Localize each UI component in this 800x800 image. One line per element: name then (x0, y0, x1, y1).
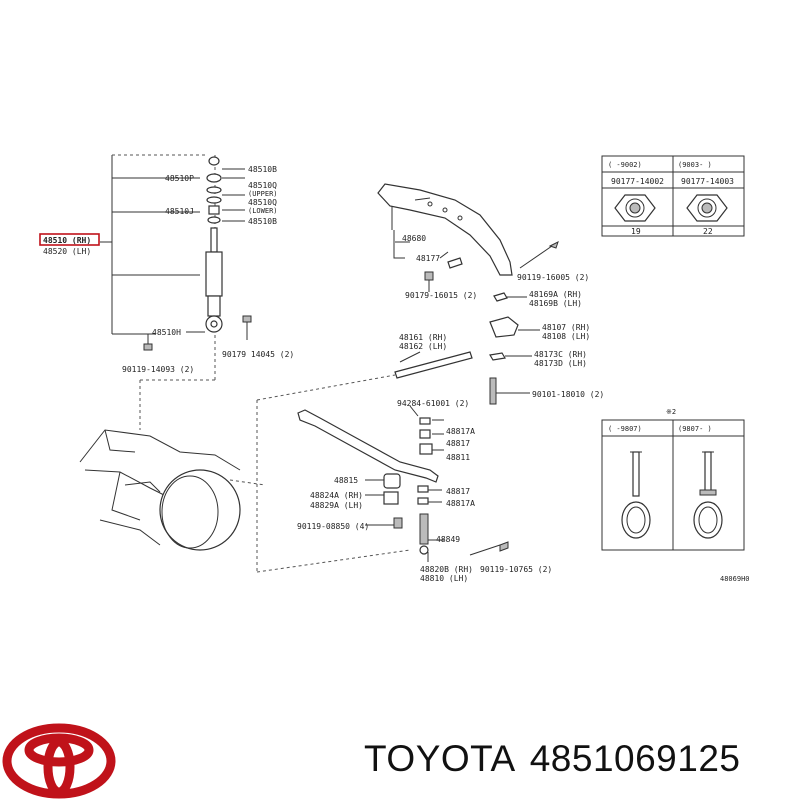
label-48510q: 48510Q (248, 181, 277, 190)
highlighted-part-box (39, 233, 100, 246)
label-48108: 48108 (LH) (542, 332, 590, 341)
bracket-parts (489, 292, 540, 405)
inset-box-bolts (601, 419, 745, 551)
label-upper: (UPPER) (248, 190, 278, 198)
shock-absorber-group (100, 154, 252, 430)
box1-part-90177-14002: 90177-14002 (611, 177, 664, 186)
label-48810: 48810 (LH) (420, 574, 468, 583)
label-48820b: 48820B (RH) (420, 565, 473, 574)
label-90119-10765: 90119-10765 (2) (480, 565, 552, 574)
label-90179-14045: 90179 14045 (2) (222, 350, 294, 359)
label-48169a: 48169A (RH) (529, 290, 582, 299)
box2-col2-header: (9807- ) (678, 425, 712, 433)
box2-col1-header: ( -9807) (608, 425, 642, 433)
label-48817a-1: 48817A (446, 427, 475, 436)
label-48811: 48811 (446, 453, 470, 462)
label-90119-08850: 90119-08850 (4) (297, 522, 369, 531)
label-48510b-top: 48510B (248, 165, 277, 174)
toyota-logo (2, 723, 116, 799)
label-48520-lh: 48520 (LH) (43, 247, 91, 256)
part-number: 4851069125 (529, 738, 741, 779)
label-48510p: 48510P (165, 174, 194, 183)
label-90119-16005: 90119-16005 (2) (517, 273, 589, 282)
label-90119-14093: 90119-14093 (2) (122, 365, 194, 374)
box1-dim-22: 22 (703, 227, 713, 236)
label-48173d: 48173D (LH) (534, 359, 587, 368)
box1-col1-header: ( -9002) (608, 161, 642, 169)
stabilizer-bar (297, 405, 509, 562)
label-48510h: 48510H (152, 328, 181, 337)
box1-col2-header: (9003- ) (678, 161, 712, 169)
box2-tag: ※2 (666, 408, 676, 416)
box1-dim-19: 19 (631, 227, 641, 236)
label-48829a: 48829A (LH) (310, 501, 363, 510)
label-48817-1: 48817 (446, 439, 470, 448)
brand-name: TOYOTA (364, 738, 516, 779)
label-48177: 48177 (416, 254, 440, 263)
inset-box-nuts (601, 155, 745, 237)
box1-part-90177-14003: 90177-14003 (681, 177, 734, 186)
label-48510-rh: 48510 (RH) (43, 236, 91, 245)
label-48162: 48162 (LH) (399, 342, 447, 351)
label-48824a: 48824A (RH) (310, 491, 363, 500)
label-48849: 48849 (436, 535, 460, 544)
label-48173c: 48173C (RH) (534, 350, 587, 359)
label-48817a-2: 48817A (446, 499, 475, 508)
link-rod (394, 351, 473, 379)
label-90101-18010: 90101-18010 (2) (532, 390, 604, 399)
diagram-ref-code: 48069H0 (720, 575, 750, 583)
frame-rail-48680 (377, 183, 559, 292)
label-48510q-2: 48510Q (248, 198, 277, 207)
label-94284-61001: 94284-61001 (2) (397, 399, 469, 408)
label-48510b-2: 48510B (248, 217, 277, 226)
label-48161: 48161 (RH) (399, 333, 447, 342)
label-48107: 48107 (RH) (542, 323, 590, 332)
brand-caption: TOYOTA 4851069125 (364, 738, 755, 780)
label-48169b: 48169B (LH) (529, 299, 582, 308)
label-90179-16015: 90179-16015 (2) (405, 291, 477, 300)
label-48815: 48815 (334, 476, 358, 485)
frame-sketch (79, 429, 266, 551)
label-lower: (LOWER) (248, 207, 278, 215)
label-48680: 48680 (402, 234, 426, 243)
label-48510j: 48510J (165, 207, 194, 216)
label-48817-2: 48817 (446, 487, 470, 496)
